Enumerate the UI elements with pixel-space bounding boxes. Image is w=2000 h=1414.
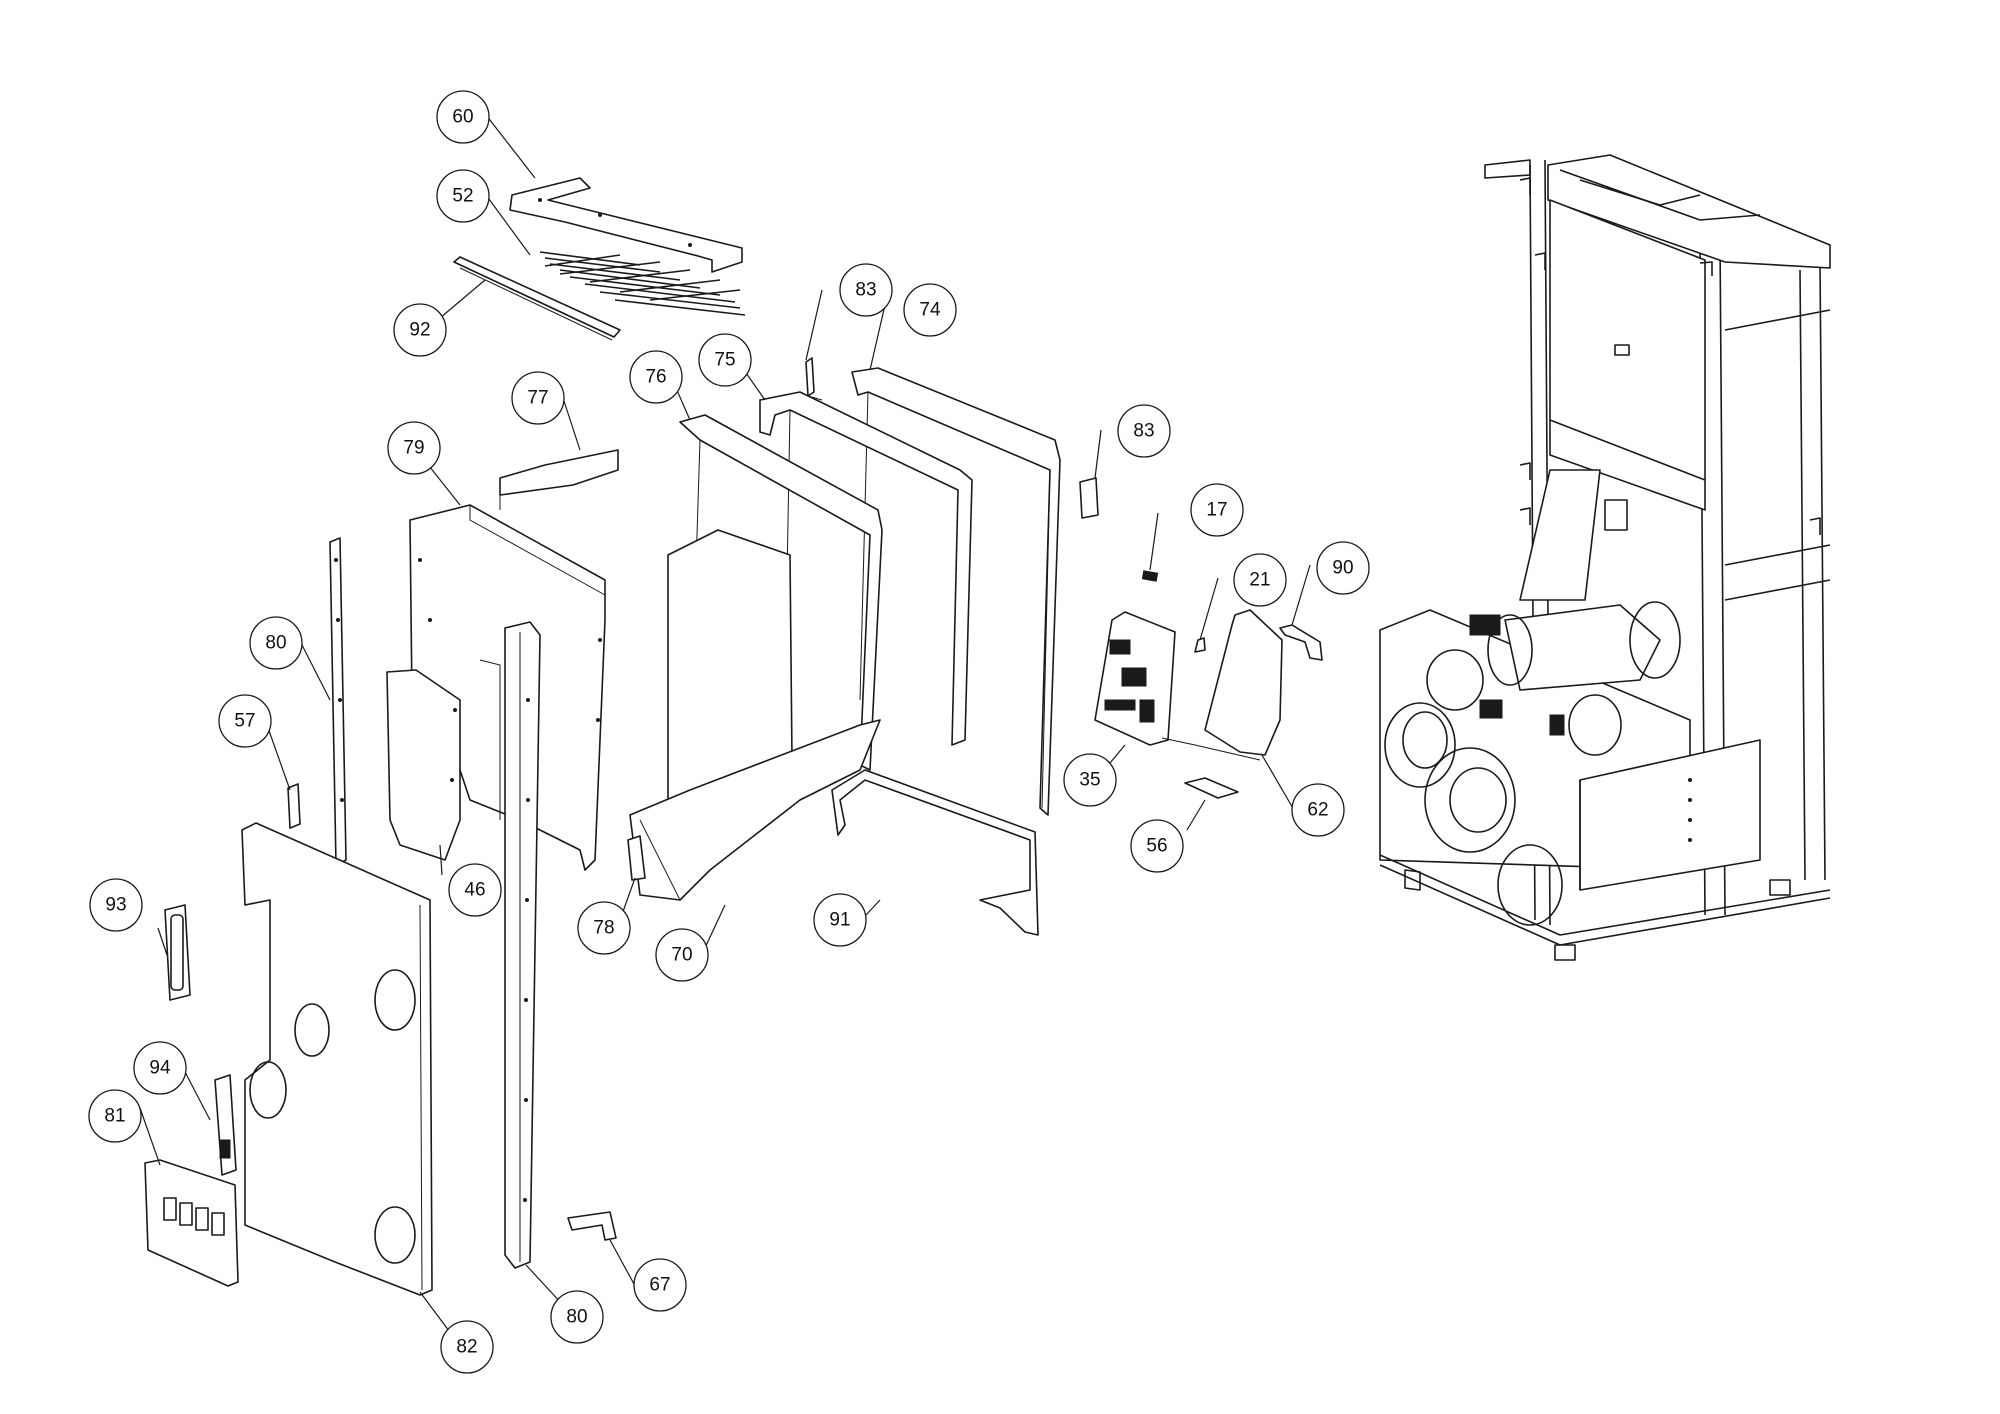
part-77-top-plate (499, 449, 619, 510)
svg-text:52: 52 (452, 186, 473, 207)
callout-81: 81 (88, 1089, 142, 1143)
svg-text:60: 60 (452, 107, 473, 128)
part-21-clip (1194, 637, 1206, 653)
callout-70: 70 (655, 928, 709, 982)
callout-92: 92 (393, 303, 447, 357)
callout-78: 78 (577, 901, 631, 955)
callout-93: 93 (89, 878, 143, 932)
callout-60: 60 (436, 90, 490, 144)
callout-46: 46 (448, 863, 502, 917)
svg-text:83: 83 (855, 280, 876, 301)
part-90-bracket (1279, 624, 1323, 661)
callout-80-lower: 80 (550, 1290, 604, 1344)
svg-text:83: 83 (1133, 421, 1154, 442)
callout-91: 91 (813, 893, 867, 947)
svg-text:82: 82 (456, 1337, 477, 1358)
callout-57: 57 (218, 694, 272, 748)
part-92-bar (453, 256, 621, 341)
callout-90: 90 (1316, 541, 1370, 595)
svg-text:80: 80 (566, 1307, 587, 1328)
svg-text:21: 21 (1249, 570, 1270, 591)
callout-94: 94 (133, 1041, 187, 1095)
callout-75: 75 (698, 333, 752, 387)
callout-74: 74 (903, 283, 957, 337)
part-35-circuit-board (1094, 611, 1176, 746)
part-17-connector (1141, 570, 1159, 582)
leader-lines (139, 114, 1311, 1336)
callout-17: 17 (1190, 483, 1244, 537)
part-83-bracket-lower (1079, 477, 1099, 519)
svg-text:80: 80 (265, 633, 286, 654)
callout-82: 82 (440, 1320, 494, 1374)
svg-text:75: 75 (714, 350, 735, 371)
part-56-small-plate (1184, 777, 1239, 799)
callout-21: 21 (1233, 553, 1287, 607)
svg-text:93: 93 (105, 895, 126, 916)
svg-text:56: 56 (1146, 836, 1167, 857)
svg-text:78: 78 (593, 918, 614, 939)
svg-text:94: 94 (149, 1058, 171, 1079)
svg-text:62: 62 (1307, 800, 1328, 821)
part-81-control-panel (144, 1159, 239, 1287)
svg-text:57: 57 (234, 711, 255, 732)
part-91-lower-panel (831, 769, 1039, 936)
callouts: 60 52 92 83 74 75 76 77 79 83 17 21 90 8… (88, 90, 1370, 1374)
part-82-front-panel (241, 822, 433, 1296)
callout-52: 52 (436, 169, 490, 223)
part-78-hopper-flange (627, 835, 646, 881)
part-52-rod-grill (539, 251, 746, 316)
svg-text:90: 90 (1332, 558, 1353, 579)
part-62-cover (1161, 609, 1283, 761)
callout-83-lower: 83 (1117, 404, 1171, 458)
svg-text:81: 81 (104, 1106, 125, 1127)
part-80-rail-left (329, 537, 347, 866)
callout-67: 67 (633, 1258, 687, 1312)
callout-62: 62 (1291, 783, 1345, 837)
part-83-bracket-upper (805, 357, 823, 401)
svg-text:70: 70 (671, 945, 692, 966)
part-57-small-tab (287, 783, 301, 829)
svg-text:35: 35 (1079, 770, 1100, 791)
callout-76: 76 (629, 350, 683, 404)
svg-text:91: 91 (829, 910, 850, 931)
callout-79: 79 (387, 421, 441, 475)
callout-77: 77 (511, 371, 565, 425)
part-60-top-plate (509, 177, 743, 273)
svg-text:67: 67 (649, 1275, 670, 1296)
svg-text:76: 76 (645, 367, 666, 388)
part-46-small-panel (386, 669, 461, 861)
part-94-latch (214, 1074, 237, 1176)
svg-text:77: 77 (527, 388, 548, 409)
part-67-bracket (567, 1211, 617, 1241)
part-70-hopper (629, 719, 881, 901)
callout-35: 35 (1063, 753, 1117, 807)
part-80-rail-center (504, 621, 541, 1269)
svg-text:92: 92 (409, 320, 430, 341)
callout-56: 56 (1130, 819, 1184, 873)
assembled-appliance (1379, 154, 1831, 961)
callout-83-upper: 83 (839, 263, 893, 317)
svg-text:79: 79 (403, 438, 424, 459)
part-93-sight-frame (164, 904, 191, 1001)
svg-text:74: 74 (919, 300, 941, 321)
svg-text:17: 17 (1206, 500, 1227, 521)
callout-80-upper: 80 (249, 616, 303, 670)
svg-text:46: 46 (464, 880, 485, 901)
